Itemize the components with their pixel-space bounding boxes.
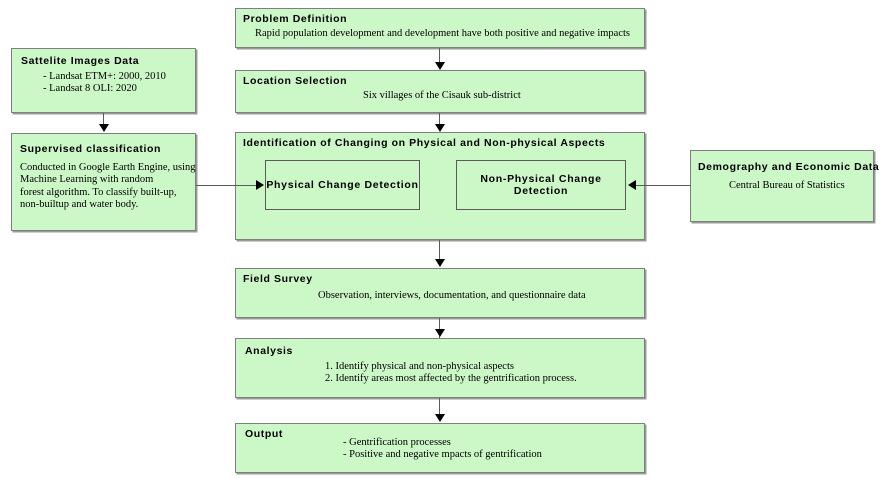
arrowhead-supervised-to-physical <box>256 180 264 190</box>
demography-economic-data-body: Central Bureau of Statistics <box>729 180 845 191</box>
location-selection-header: Location Selection <box>243 75 348 87</box>
connector-identification-to-field-survey <box>439 240 440 260</box>
analysis-header: Analysis <box>245 345 293 357</box>
physical-change-detection-label: Physical Change Detection <box>266 179 419 191</box>
node-supervised-classification <box>11 133 196 231</box>
output-header: Output <box>245 428 284 440</box>
analysis-body-line-2: 2. Identify areas most affected by the g… <box>325 373 577 384</box>
supervised-classification-line-3: forest algorithm. To classify built-up, <box>20 187 177 198</box>
arrowhead-sattelite-to-supervised <box>99 124 109 132</box>
node-analysis <box>235 338 645 398</box>
arrowhead-problem-to-location <box>435 62 445 70</box>
connector-sattelite-to-supervised <box>103 113 104 125</box>
node-problem-definition <box>235 8 645 48</box>
arrowhead-analysis-to-output <box>435 414 445 422</box>
supervised-classification-line-2: Machine Learning with random <box>20 174 154 185</box>
sattelite-images-data-line-2: - Landsat 8 OLI: 2020 <box>43 83 137 94</box>
field-survey-header: Field Survey <box>243 273 313 285</box>
arrowhead-location-to-identification <box>435 124 445 132</box>
problem-definition-header: Problem Definition <box>243 13 348 25</box>
demography-economic-data-header: Demography and Economic Data <box>698 161 880 173</box>
connector-problem-to-location <box>439 48 440 63</box>
connector-analysis-to-output <box>439 398 440 416</box>
arrowhead-field-survey-to-analysis <box>435 329 445 337</box>
supervised-classification-line-1: Conducted in Google Earth Engine, using <box>20 162 196 173</box>
connector-supervised-to-physical <box>196 185 257 186</box>
connector-location-to-identification <box>439 113 440 125</box>
sattelite-images-data-header: Sattelite Images Data <box>21 55 140 67</box>
supervised-classification-line-4: non-builtup and water body. <box>20 199 139 210</box>
sattelite-images-data-line-1: - Landsat ETM+: 2000, 2010 <box>43 71 166 82</box>
non-physical-change-detection-label: Non-Physical Change Detection <box>480 173 602 197</box>
arrowhead-identification-to-field-survey <box>435 259 445 267</box>
analysis-body-line-1: 1. Identify physical and non-physical as… <box>325 361 514 372</box>
supervised-classification-header: Supervised classification <box>20 143 162 155</box>
field-survey-body: Observation, interviews, documentation, … <box>318 290 586 301</box>
output-body-line-2: - Positive and negative mpacts of gentri… <box>343 449 542 460</box>
node-non-physical-change-detection: Non-Physical Change Detection <box>456 160 626 210</box>
node-output <box>235 423 645 473</box>
node-sattelite-images-data <box>11 48 196 113</box>
location-selection-body: Six villages of the Cisauk sub-district <box>363 90 521 101</box>
node-field-survey <box>235 268 645 318</box>
output-body-line-1: - Gentrification processes <box>343 437 451 448</box>
node-location-selection <box>235 70 645 113</box>
connector-field-survey-to-analysis <box>439 318 440 338</box>
arrowhead-demography-to-non-physical <box>628 180 636 190</box>
identification-header: Identification of Changing on Physical a… <box>243 137 606 149</box>
problem-definition-body: Rapid population development and develop… <box>255 28 630 39</box>
node-physical-change-detection: Physical Change Detection <box>265 160 420 210</box>
connector-demography-to-non-physical <box>636 185 691 186</box>
node-demography-economic-data <box>690 150 874 222</box>
